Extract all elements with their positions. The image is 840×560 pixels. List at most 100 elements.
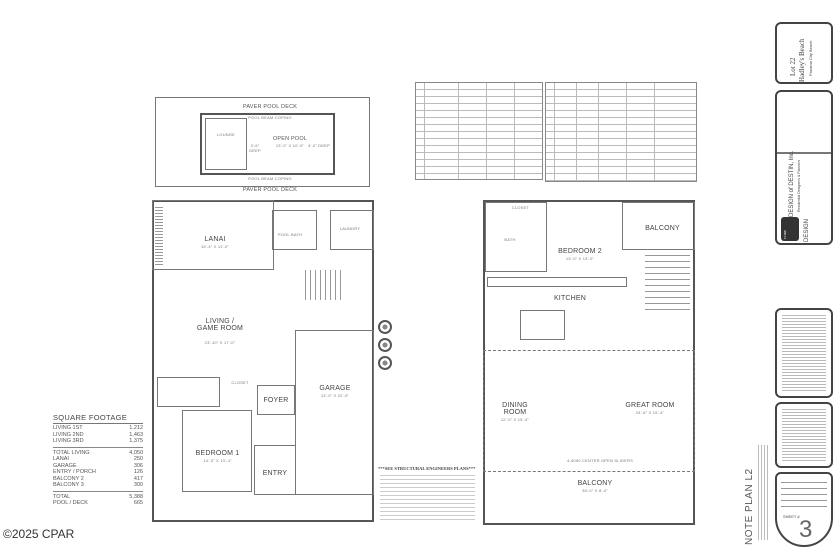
- designer-divider: [777, 152, 831, 154]
- sqft-label: ENTRY / PORCH: [53, 469, 96, 475]
- pool-deck-bottom-label: PAVER POOL DECK: [242, 187, 298, 193]
- company-subtitle: Residential Designers & Planners: [797, 159, 801, 212]
- project-location: Panama City Beach: [808, 40, 813, 76]
- lounge-area: [205, 118, 247, 170]
- great-room-divider: [483, 350, 695, 472]
- sqft-label: TOTAL LIVING: [53, 449, 90, 456]
- open-pool-label: OPEN POOL: [272, 136, 308, 142]
- great-room-size: 24'-6" X 15'-4": [635, 410, 665, 415]
- garage-room: [295, 330, 374, 495]
- entry-room: [254, 445, 296, 495]
- lanai-label: LANAI: [204, 236, 226, 243]
- sqft-divider: [53, 446, 143, 450]
- sqft-label: BALCONY 3: [53, 482, 84, 488]
- sqft-value: 1,375: [129, 438, 143, 444]
- sqft-value: 4,050: [129, 449, 143, 456]
- notes-box-2: [775, 402, 833, 468]
- sheet-number: 3: [799, 516, 813, 543]
- entry-label: ENTRY: [262, 470, 288, 477]
- foyer-label: FOYER: [263, 397, 289, 404]
- sqft-label: LIVING 3RD: [53, 438, 84, 444]
- bath-label: BATH: [504, 237, 516, 242]
- sqft-value: 306: [133, 462, 143, 469]
- sqft-value: 665: [133, 500, 143, 506]
- dining-label: DINING ROOM: [502, 402, 528, 416]
- bath-room: [485, 202, 547, 272]
- project-name: Hadley's Beach: [798, 38, 806, 82]
- sqft-value: 5,388: [129, 493, 143, 500]
- pool-bath-label: POOL BATH: [277, 232, 303, 237]
- bedroom-2-label: BEDROOM 2: [558, 248, 602, 255]
- notes-text: [782, 315, 826, 391]
- great-room-label: GREAT ROOM: [625, 402, 675, 409]
- pool-bath-room: [272, 210, 317, 250]
- bedroom-1-label: BEDROOM 1: [195, 450, 240, 457]
- pool-deck-outline: [155, 97, 370, 187]
- living-label: LIVING / GAME ROOM: [196, 318, 244, 332]
- ac-unit-icon: [378, 338, 392, 352]
- balcony-top: [622, 202, 695, 250]
- stairs: [305, 270, 345, 300]
- sliders-label: 4-4050 CENTER OPEN SLIDERS: [567, 458, 633, 463]
- sqft-label: LIVING 2ND: [53, 431, 84, 438]
- lanai-size: 15'-4" X 11'-0": [201, 244, 229, 249]
- closet-label: CLOSET: [511, 205, 530, 210]
- lounge-label: LOUNGE: [216, 132, 236, 137]
- bedroom-2-size: 13'-0" X 13'-0": [565, 256, 595, 261]
- window-schedule-table: [415, 82, 543, 180]
- kitchen-label: KITCHEN: [553, 295, 587, 302]
- bath-1-room: [157, 377, 220, 407]
- deep-left-label: 3'-6" DEEP: [249, 143, 261, 153]
- square-footage-title: SQUARE FOOTAGE: [53, 413, 143, 424]
- sqft-row: TOTAL 5,388: [53, 494, 143, 501]
- sqft-value: 250: [133, 456, 143, 462]
- logo-text: DESIGN: [804, 218, 810, 242]
- sqft-value: 126: [133, 469, 143, 475]
- sqft-value: 300: [133, 482, 143, 488]
- sqft-row: ENTRY / PORCH 126: [53, 469, 143, 476]
- notes-box-1: [775, 308, 833, 398]
- engineers-note-body: [380, 475, 475, 521]
- copyright: ©2025 CPAR: [3, 527, 75, 541]
- engineers-note-title: ***SEE STRUCTURAL ENGINEERS PLANS***: [378, 466, 476, 471]
- sheet-box: SHEET # 3: [775, 472, 833, 547]
- stair-hatch: [155, 205, 163, 265]
- garage-size: 13'-0" X 22'-0": [320, 393, 350, 398]
- dining-size: 12'-0" X 15'-4": [500, 417, 530, 422]
- lanai-wall: [152, 200, 274, 270]
- pool-beam-top-label: POOL BEAM COPING: [248, 115, 292, 120]
- pool-deck-top-label: PAVER POOL DECK: [242, 104, 298, 110]
- logo-corp: CORP: [783, 229, 787, 239]
- ac-unit-icon: [378, 320, 392, 334]
- sheet-title: NOTE PLAN L2: [744, 468, 755, 545]
- laundry-room: [330, 210, 374, 250]
- sqft-value: 1,212: [129, 425, 143, 431]
- balcony-bottom-size: 38'-0" X 8'-0": [582, 488, 608, 493]
- balcony-top-label: BALCONY: [645, 225, 680, 232]
- sqft-row: LIVING 3RD 1,375: [53, 438, 143, 445]
- door-schedule-table: [545, 82, 697, 182]
- company-name: DESIGN of DESTIN, Inc.: [789, 150, 795, 217]
- closet-label: CLOSET: [231, 380, 249, 385]
- pool-beam-bottom-label: POOL BEAM COPING: [248, 176, 292, 181]
- sqft-row: TOTAL LIVING 4,050: [53, 450, 143, 457]
- foyer-room: [257, 385, 295, 415]
- sqft-row: POOL / DECK 665: [53, 500, 143, 507]
- sqft-row: LIVING 1ST 1,212: [53, 425, 143, 432]
- sqft-label: POOL / DECK: [53, 500, 88, 506]
- sqft-divider: [53, 490, 143, 494]
- pool-outline: [200, 113, 335, 175]
- garage-label: GARAGE: [319, 385, 351, 392]
- sheet-title-notes: [758, 445, 768, 540]
- living-size: 23'-10" X 17'-0": [204, 340, 236, 345]
- sqft-label: TOTAL: [53, 493, 71, 500]
- sqft-value: 417: [133, 475, 143, 482]
- lot-box: Lot 22 Hadley's Beach Panama City Beach: [775, 22, 833, 84]
- kitchen-island: [520, 310, 565, 340]
- sqft-label: LIVING 1ST: [53, 425, 83, 431]
- deep-right-label: 4'-0" DEEP: [308, 143, 330, 148]
- bedroom-1-size: 14'-0" X 13'-4": [203, 458, 232, 463]
